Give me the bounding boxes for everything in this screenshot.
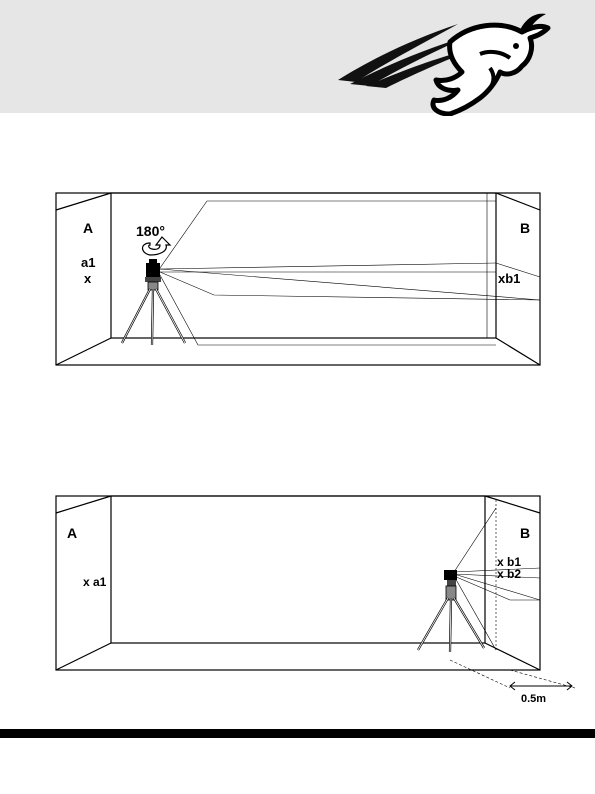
- rotation-label: 180°: [136, 223, 165, 239]
- wall-right-label: B: [520, 525, 530, 541]
- footer-bar: [0, 729, 595, 738]
- mark-a1-label: a1: [81, 255, 95, 270]
- mark-a1-label: x a1: [83, 575, 107, 589]
- mark-b1-label: xb1: [498, 271, 520, 286]
- mark-b2-label: x b2: [497, 567, 521, 581]
- wall-left-label: A: [67, 525, 77, 541]
- wall-right-label: B: [520, 220, 530, 236]
- rotate-arrow-icon: [143, 237, 171, 255]
- distance-label: 0.5m: [521, 693, 546, 705]
- bull-logo-icon: [330, 2, 552, 116]
- figure-top: A B 180° a1 x xb1: [0, 185, 595, 375]
- distance-arrow-icon: [510, 682, 572, 690]
- figure-bottom: A B x a1 x b1 x b2 0.5m: [0, 490, 595, 725]
- wall-left-label: A: [83, 220, 93, 236]
- mark-a1-symbol: x: [84, 271, 92, 286]
